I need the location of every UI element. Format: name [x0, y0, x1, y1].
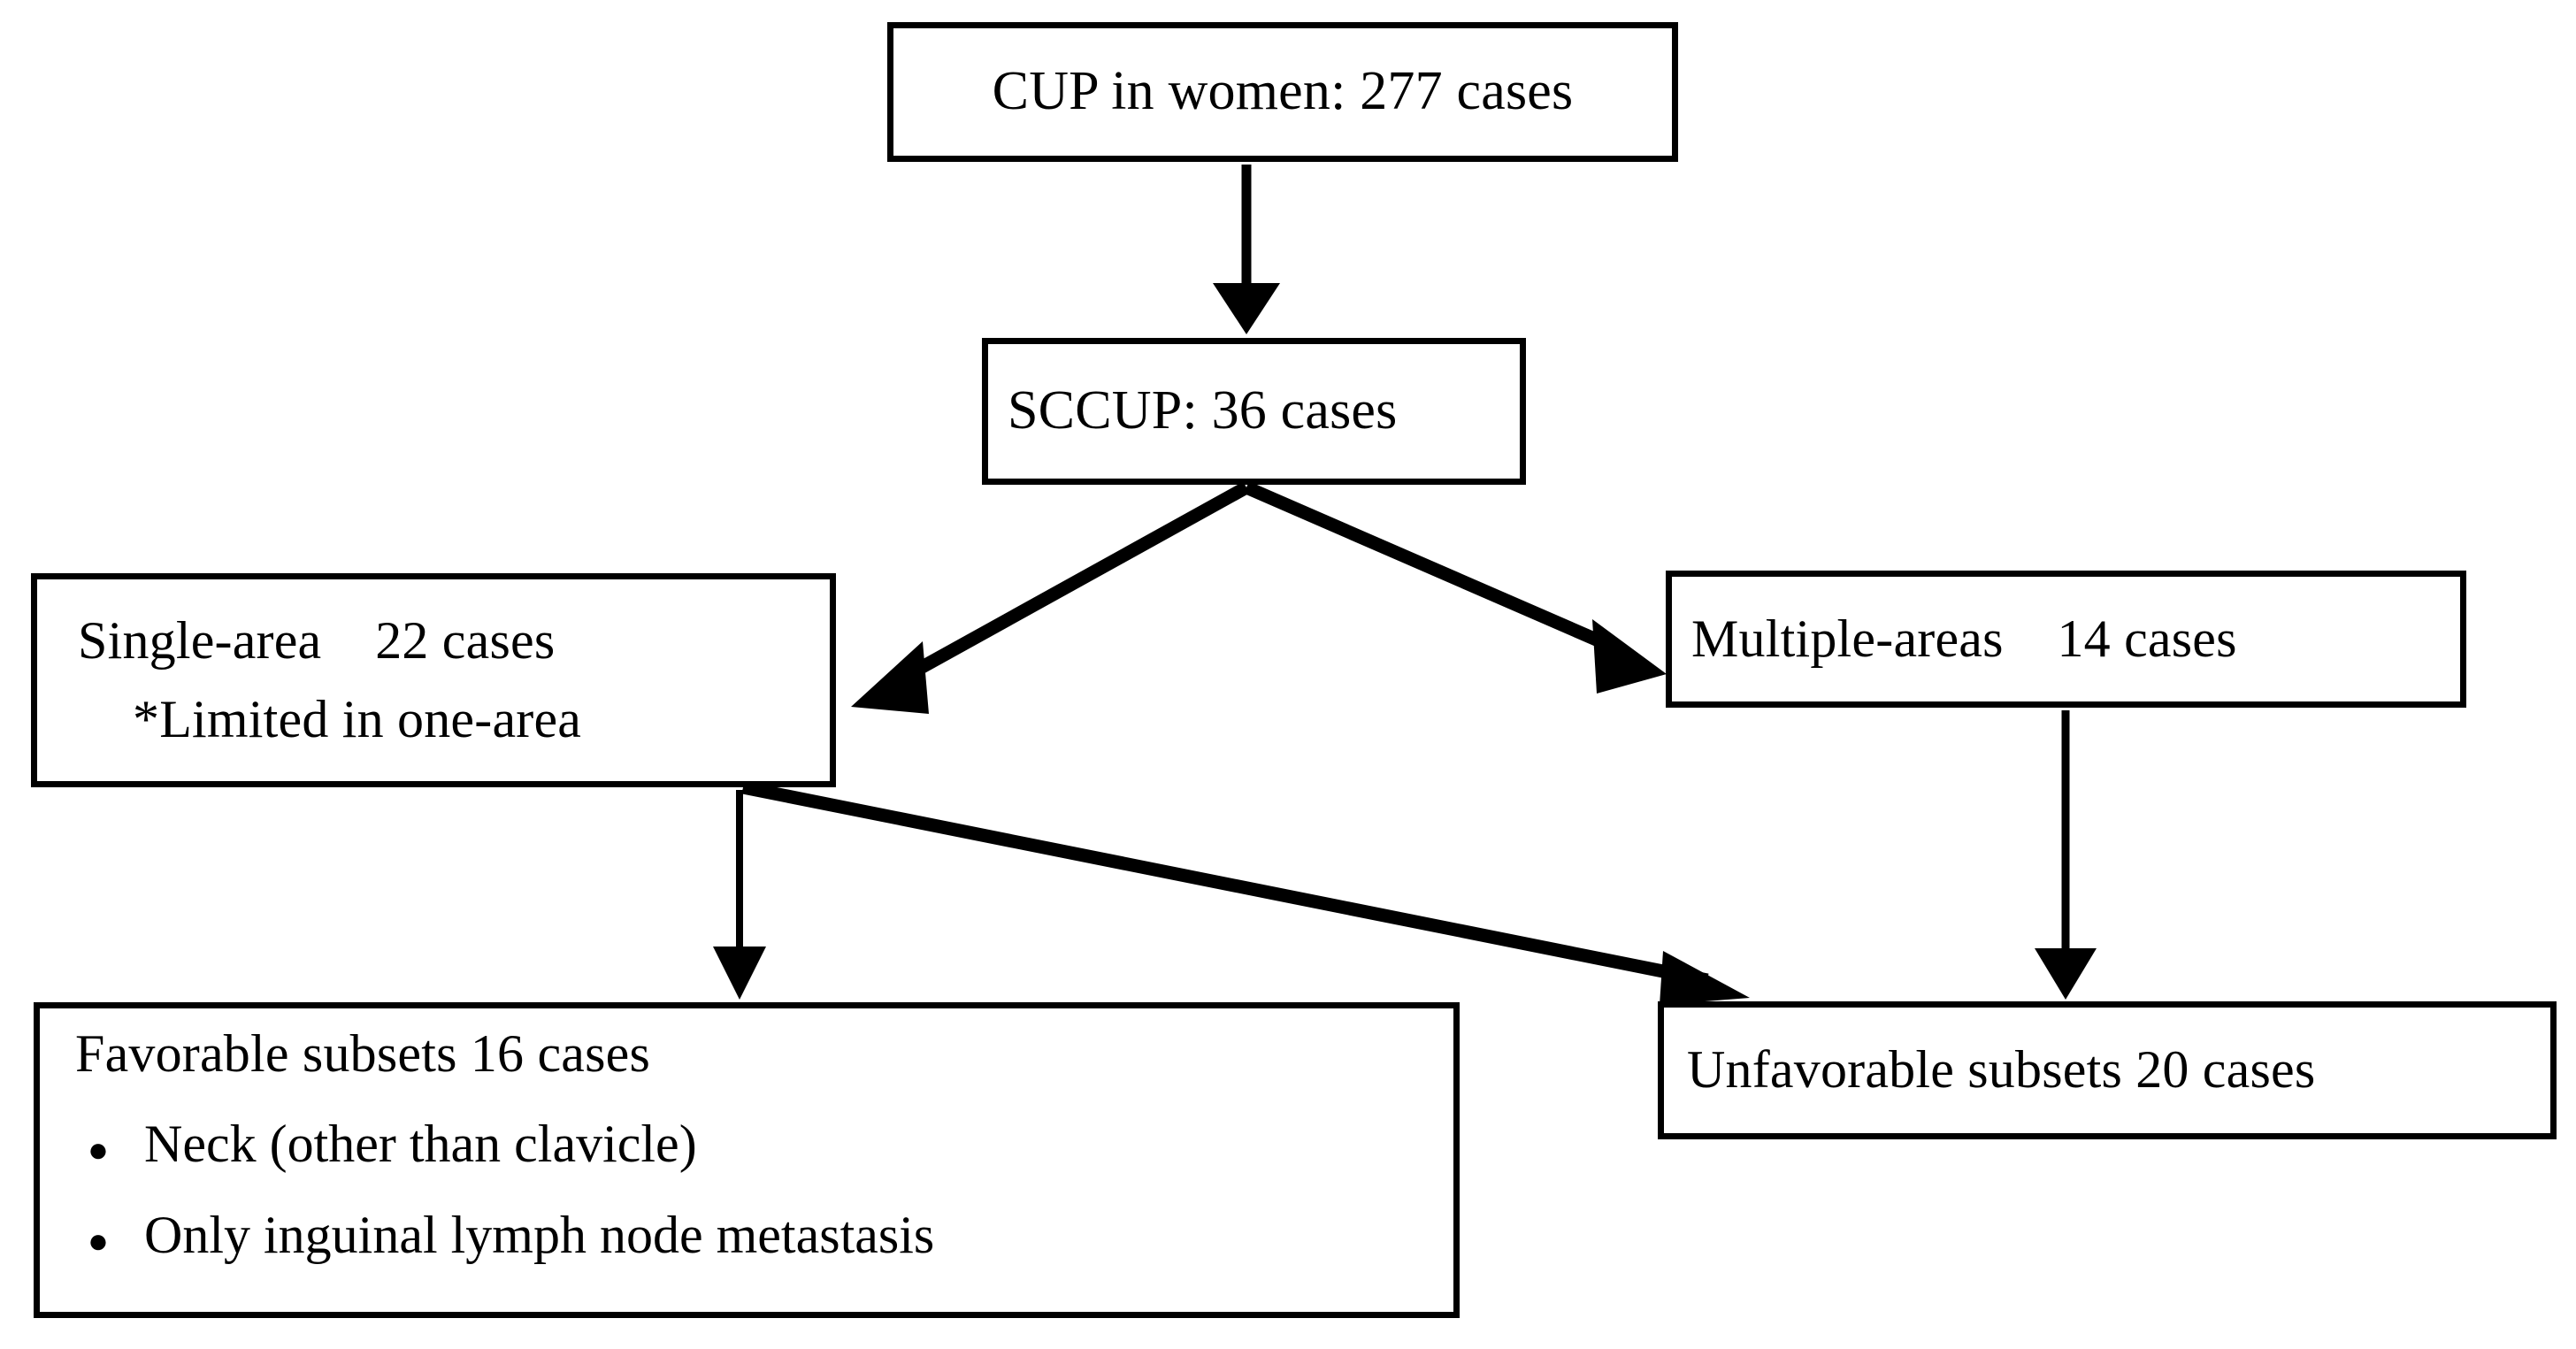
favorable-bullet-2: Only inguinal lymph node metastasis: [144, 1206, 935, 1265]
edge-multiple-areas-to-unfavorable: [2035, 710, 2097, 1000]
edge-cup-to-sccup: [1213, 165, 1280, 334]
node-unfavorable-label: Unfavorable subsets 20 cases: [1687, 1040, 2316, 1100]
bullet-dot-icon: ●: [87, 1221, 110, 1261]
node-single-area: Single-area 22 cases *Limited in one-are…: [31, 573, 836, 787]
node-sccup: SCCUP: 36 cases: [982, 338, 1526, 485]
node-favorable-heading: Favorable subsets 16 cases: [75, 1024, 651, 1083]
node-favorable-subsets: Favorable subsets 16 cases ● Neck (other…: [34, 1002, 1460, 1318]
edge-single-area-to-unfavorable: [741, 780, 1750, 1005]
edge-single-area-to-favorable: [713, 790, 766, 1000]
favorable-bullet-list: ● Neck (other than clavicle) ● Only ingu…: [75, 1084, 934, 1266]
node-multiple-areas-label: Multiple-areas 14 cases: [1691, 609, 2237, 668]
list-item: ● Neck (other than clavicle): [75, 1114, 934, 1175]
list-item: ● Only inguinal lymph node metastasis: [75, 1205, 934, 1266]
favorable-bullet-1: Neck (other than clavicle): [144, 1115, 697, 1174]
edge-sccup-to-single-area: [851, 481, 1250, 714]
node-multiple-areas: Multiple-areas 14 cases: [1666, 571, 2466, 708]
node-single-area-label: Single-area 22 cases: [78, 610, 556, 670]
node-sccup-label: SCCUP: 36 cases: [1008, 380, 1398, 441]
edge-sccup-to-multiple-areas: [1244, 481, 1667, 694]
node-cup-label: CUP in women: 277 cases: [992, 61, 1574, 122]
bullet-dot-icon: ●: [87, 1130, 110, 1170]
node-cup-in-women: CUP in women: 277 cases: [887, 22, 1678, 162]
node-unfavorable-subsets: Unfavorable subsets 20 cases: [1658, 1001, 2557, 1139]
node-single-area-note: *Limited in one-area: [133, 690, 582, 748]
